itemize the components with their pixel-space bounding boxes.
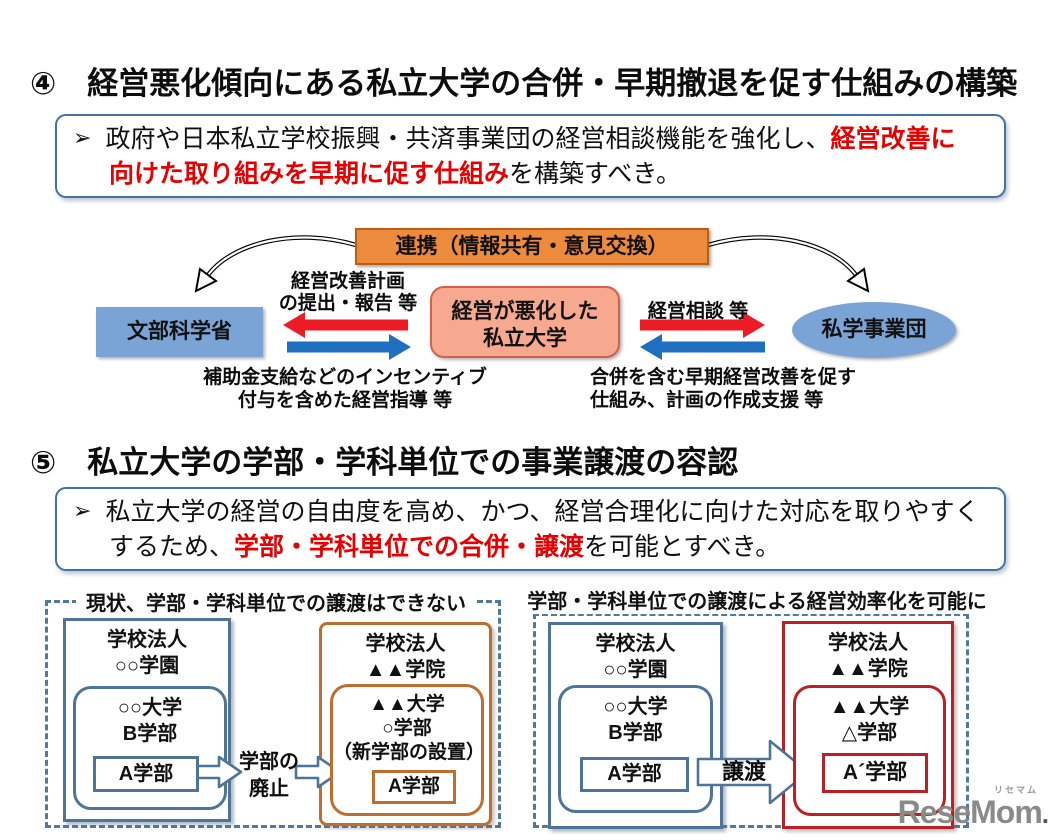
dept-box-source: A学部 (580, 757, 689, 792)
abolition-label: 学部の 廃止 (239, 751, 299, 800)
text-segment: 向けた取り組みを早期に促す仕組み (109, 160, 510, 188)
corp-name: 学校法人 ○○学園 (595, 633, 676, 681)
corp-name: 学校法人 ▲▲学院 (828, 632, 908, 680)
watermark-dot: . (1041, 799, 1049, 829)
red-arrow-right-icon (640, 312, 765, 338)
text-segment: ➢ (73, 125, 92, 150)
section4-title: ④ 経営悪化傾向にある私立大学の合併・早期撤退を促す仕組みの構築 (30, 66, 1018, 101)
transfer-label: 譲渡 (721, 759, 766, 784)
dept-box-source: A学部 (93, 756, 199, 792)
panel-before-title: 現状、学部・学科単位での譲渡はできない (76, 587, 476, 616)
linkage-arrows-layer (194, 235, 870, 360)
text-segment: 私立大学の経営の自由度を高め、かつ、経営合理化に向けた対応を取りやすく (105, 498, 980, 526)
label-merger-support: 合併を含む早期経営改善を促す 仕組み、計画の作成支援 等 (590, 367, 857, 411)
text-segment: するため、 (109, 533, 235, 561)
node-troubled-university: 経営が悪化した 私立大学 (430, 286, 620, 358)
univ-name: ○○大学 B学部 (603, 696, 668, 744)
bullet-line: するため、学部・学科単位での合併・譲渡を可能とすべき。 (109, 530, 988, 565)
corp-name: 学校法人 ▲▲学院 (365, 633, 446, 681)
text-segment: 経営改善に (830, 125, 956, 153)
label-subsidy-incentive: 補助金支給などのインセンティブ 付与を含めた経営指導 等 (203, 367, 487, 411)
label-report-submission: 経営改善計画 の提出・報告 等 (278, 271, 418, 314)
univ-name: ▲▲大学 △学部 (829, 696, 910, 744)
panel-after-title: 学部・学科単位での譲渡による経営効率化を可能に (517, 585, 997, 614)
text-segment: 政府や日本私立学校振興・共済事業団の経営相談機能を強化し、 (105, 125, 831, 153)
panel-before-transfer: 現状、学部・学科単位での譲渡はできない 学校法人 ○○学園 ○○大学 B学部 A… (45, 586, 507, 834)
linkage-diagram: 連携（情報共有・意見交換） 文部科学省 経営が悪化した 私立大学 私学事業団 経… (0, 225, 1054, 417)
curved-connector-right-inner (707, 236, 857, 276)
curved-connector-left-inner (207, 236, 357, 276)
linkage-banner: 連携（情報共有・意見交換） (355, 228, 709, 265)
univ-name: ▲▲大学 ○学部 （新学部の設置） (333, 694, 486, 763)
blue-arrow-left-icon (640, 334, 765, 360)
section4-bullet-box: ➢ 政府や日本私立学校振興・共済事業団の経営相談機能を強化し、経営改善に 向けた取… (55, 114, 1006, 198)
hollow-arrowhead-right-icon (846, 267, 870, 293)
dept-box-target: A´学部 (822, 753, 928, 793)
transfer-block-arrow-icon (696, 739, 810, 805)
label-management-consult: 経営相談 等 (647, 301, 749, 322)
hollow-arrowhead-left-icon (194, 267, 218, 293)
text-segment: を可能とすべき。 (584, 533, 781, 561)
text-segment: を構築すべき。 (509, 160, 682, 188)
watermark-resemom: リセマム ReseMom. (876, 785, 1049, 830)
text-segment: 学部・学科単位での合併・譲渡 (234, 533, 585, 561)
node-shigaku-jigyodan: 私学事業団 (792, 302, 956, 358)
dept-box-target: A学部 (372, 770, 456, 804)
section5-title: ⑤ 私立大学の学部・学科単位での事業譲渡の容認 (30, 445, 739, 480)
block-arrow-2-icon (294, 755, 342, 789)
univ-name: ○○大学 B学部 (117, 697, 183, 745)
block-arrow-1-icon (195, 755, 243, 789)
panel-before-arrows (195, 755, 342, 789)
panel-after-transfer: 学部・学科単位での譲渡による経営効率化を可能に 学校法人 ○○学園 ○○大学 B… (517, 585, 997, 834)
univ-box-target: ▲▲大学 △学部 (793, 685, 946, 816)
dashed-frame (533, 613, 969, 828)
corp-name: 学校法人 ○○学園 (107, 629, 187, 677)
blue-arrow-right-icon (287, 334, 411, 360)
node-mext: 文部科学省 (96, 307, 263, 357)
bullet-line: ➢ 私立大学の経営の自由度を高め、かつ、経営合理化に向けた対応を取りやすく (73, 495, 988, 530)
text-segment: ➢ (73, 498, 92, 523)
section5-bullet-box: ➢ 私立大学の経営の自由度を高め、かつ、経営合理化に向けた対応を取りやすく するた… (55, 487, 1006, 571)
bullet-line: 向けた取り組みを早期に促す仕組みを構築すべき。 (109, 157, 988, 192)
bullet-line: ➢ 政府や日本私立学校振興・共済事業団の経営相談機能を強化し、経営改善に (73, 122, 988, 157)
red-arrow-left-icon (283, 312, 408, 338)
watermark-logo: ReseMom. (897, 794, 1049, 830)
panel-after-arrows (696, 739, 810, 805)
watermark-ruby: リセマム (993, 785, 1038, 795)
